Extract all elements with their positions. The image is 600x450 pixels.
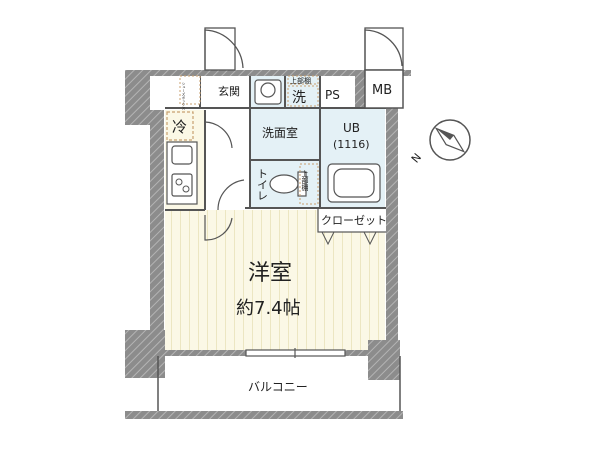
hallway-floor: [205, 108, 245, 210]
washroom-label: 洗面室: [262, 125, 298, 140]
stove-icon: [171, 173, 193, 197]
shoe-box: [179, 75, 201, 105]
fridge-space: [166, 111, 194, 141]
wall-right: [386, 100, 398, 354]
balcony-window: [245, 348, 346, 358]
western-room-floor: [165, 210, 385, 350]
balcony-label: バルコニー: [248, 380, 308, 394]
unit-bath-size: (1116): [333, 138, 370, 151]
wall-left: [150, 110, 164, 354]
balcony-railing: [125, 411, 403, 419]
entrance-door: [204, 27, 244, 71]
wall-left-lower: [125, 330, 165, 378]
upper-cabinet-top: [287, 75, 319, 85]
compass-north-label: N: [409, 151, 424, 166]
sink-icon: [171, 145, 193, 165]
washing-machine-label: 洗: [292, 90, 306, 106]
mb-label: MB: [372, 83, 392, 98]
wall-bottom-left: [164, 350, 246, 356]
ps-label: PS: [325, 88, 340, 102]
upper-cabinet-toilet-label: 上部棚: [301, 169, 309, 192]
bathtub-icon: [327, 163, 381, 203]
wall-top: [125, 70, 365, 76]
compass: N: [409, 119, 471, 166]
upper-cabinet-toilet: [299, 163, 319, 205]
wall-left-upper: [125, 70, 150, 125]
upper-cabinet-top-label: 上部棚: [290, 76, 311, 85]
wash-basin: [254, 79, 282, 105]
fridge-label: 冷: [172, 118, 187, 136]
wall-ps-right: [355, 76, 365, 108]
wall-right-lower: [368, 340, 400, 380]
shoe-box-label: シューズボックス: [181, 82, 186, 111]
hallway-doors: [204, 121, 245, 241]
entrance-label: 玄関: [218, 84, 240, 98]
entrance-floor: [200, 80, 250, 108]
washing-machine-space: [287, 85, 319, 107]
balcony-floor: [160, 356, 400, 410]
kitchen-counter: [166, 141, 198, 205]
ps-area: [320, 76, 355, 108]
washroom-floor: [250, 108, 320, 160]
closet-doors: [321, 231, 377, 246]
closet-label: クローゼット: [321, 214, 387, 227]
basin-icon: [260, 82, 276, 98]
wall-top-right: [403, 70, 411, 76]
mb-door: [364, 27, 404, 71]
mb-closet: [364, 69, 404, 109]
toilet-icon: [269, 171, 307, 197]
washing-area-floor: [285, 76, 320, 108]
western-room-label: 洋室: [248, 261, 292, 286]
western-room-area: 約7.4帖: [236, 298, 301, 319]
toilet-label: トイレ: [256, 168, 269, 201]
wall-bottom-right: [345, 350, 386, 356]
unit-bath-label: UB: [343, 121, 360, 135]
